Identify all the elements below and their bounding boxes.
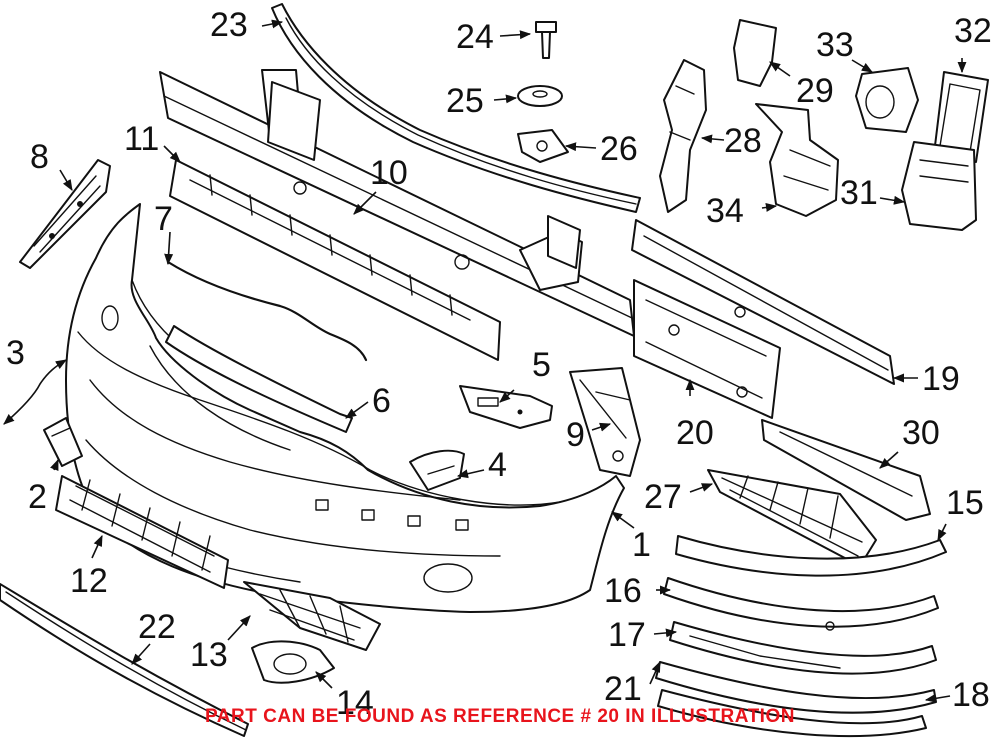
callout-6: 6 [372,382,391,420]
callout-14: 14 [336,684,374,722]
callout-8: 8 [30,138,49,176]
callout-32: 32 [954,12,992,50]
part-18-trim-strip [657,689,927,738]
callout-7: 7 [154,200,173,238]
callout-9: 9 [566,416,585,454]
callout-28: 28 [724,122,762,160]
callout-15: 15 [946,484,984,522]
callout-3: 3 [6,334,25,372]
part-29-bracket [733,19,777,87]
callout-21: 21 [604,670,642,708]
callout-5: 5 [532,346,551,384]
part-12-lower-grille [55,475,229,589]
part-34-sensor-mount [755,103,839,217]
part-5-bracket [459,385,553,429]
callout-13: 13 [190,636,228,674]
callout-22: 22 [138,608,176,646]
callout-29: 29 [796,72,834,110]
callout-26: 26 [600,130,638,168]
part-31-radar-unit [901,141,977,231]
callout-18: 18 [952,676,990,714]
part-25-washer [517,85,563,107]
reference-notice: PART CAN BE FOUND AS REFERENCE # 20 IN I… [205,706,795,727]
callout-24: 24 [456,18,494,56]
part-20-license-plate-bracket [633,279,781,419]
part-8-side-bracket [19,159,111,269]
part-10-reinforcement-beam [159,69,635,337]
leader-lines [50,19,967,703]
part-17-trim-strip [669,621,937,675]
part-6-grille-insert [165,325,353,433]
part-15-trim-strip [675,535,947,577]
callout-27: 27 [644,478,682,516]
callout-numbers: 23 24 25 26 28 29 33 32 31 34 11 10 8 7 … [6,6,992,722]
callout-20: 20 [676,414,714,452]
part-13-fog-grille [243,581,381,651]
part-28-bracket [659,59,707,213]
callout-16: 16 [604,572,642,610]
part-26-clip-nut [517,129,569,163]
callout-1: 1 [632,526,651,564]
part-11-energy-absorber [169,159,501,361]
callout-19: 19 [922,360,960,398]
part-19-upper-absorber [631,219,895,385]
part-14-fog-lamp-bezel [251,640,335,684]
part-23-upper-trim-strip [271,3,641,213]
callout-4: 4 [488,446,507,484]
callout-34: 34 [706,192,744,230]
callout-33: 33 [816,26,854,64]
callout-25: 25 [446,82,484,120]
part-7-seal-strip [166,260,368,362]
callout-10: 10 [370,154,408,192]
callout-31: 31 [840,174,878,212]
part-16-trim-strip [663,577,939,631]
part-33-sensor [855,67,919,133]
callout-11: 11 [124,120,159,158]
part-27-center-grille [707,469,877,567]
part-22-lower-spoiler [0,583,249,737]
part-3-wire [3,359,67,425]
callout-23: 23 [210,6,248,44]
callout-12: 12 [70,562,108,600]
part-30-grille-bracket [761,419,931,521]
callout-30: 30 [902,414,940,452]
part-9-side-support [569,367,641,477]
callout-2: 2 [28,478,47,516]
callout-17: 17 [608,616,646,654]
part-4-tow-hook-cover [409,449,465,491]
part-24-bolt [535,21,557,59]
